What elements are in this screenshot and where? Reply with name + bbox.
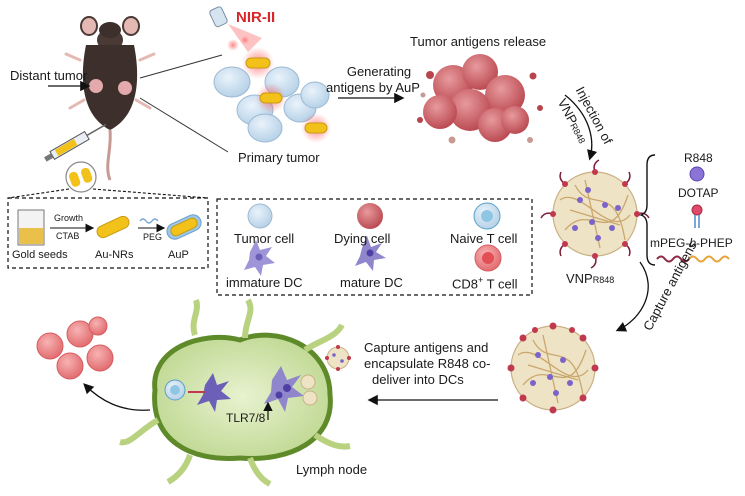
generating-label: Generating [334, 64, 424, 79]
nir-label: NIR-II [236, 9, 276, 26]
primary-tumor-cells [213, 36, 331, 143]
primary-tumor-label: Primary tumor [238, 150, 320, 165]
legend-immature-dc-label: immature DC [226, 275, 303, 290]
legend-mature-dc-icon [355, 236, 386, 271]
legend-tumor-cell-icon [247, 203, 273, 229]
vnp-nanoparticle-bottom [507, 322, 599, 414]
components-brace [638, 154, 656, 266]
generating-line1: Generating [346, 64, 412, 79]
vnp-sub: R848 [592, 275, 615, 285]
legend-dying-cell-label: Dying cell [334, 231, 391, 246]
legend-dying-cell-icon [357, 203, 383, 229]
lymph-node-label: Lymph node [296, 462, 368, 477]
vnp-text: VNP [566, 271, 593, 286]
legend-tumor-cell-label: Tumor cell [234, 231, 295, 246]
mpeg-prefix: mPEG- [650, 236, 690, 250]
gold-seeds-beaker [17, 209, 45, 246]
tcell-expansion-arrow [83, 383, 151, 411]
mpeg-chain-gold-icon [688, 255, 730, 263]
aup-label: AuP [168, 249, 189, 261]
dotap-lipid-icon [691, 204, 703, 228]
small-vnp-icon [325, 345, 351, 371]
au-nrs-label: Au-NRs [95, 249, 134, 261]
generating-line2: antigens by AuP [326, 80, 420, 95]
au-nr-rod [96, 215, 130, 239]
vnp-nanoparticle-top [540, 159, 650, 269]
legend-cd8-t-cell-label: CD8+ T cell [452, 275, 517, 291]
mouse-illustration [64, 16, 156, 181]
capture-line2: encapsulate R848 co- [364, 356, 491, 371]
capture-line1: Capture antigens and [364, 340, 489, 355]
mpeg-suffix: -PHEP [696, 236, 733, 250]
tlr-label: TLR7/8 [226, 411, 266, 425]
peg-label: PEG [143, 232, 163, 242]
aup-synthesis-box [7, 197, 209, 269]
legend-cd8-rest: T cell [483, 276, 518, 292]
legend-naive-t-cell-label: Naive T cell [450, 231, 518, 246]
legend-naive-t-cell-icon [473, 202, 501, 230]
r848-label: R848 [684, 151, 713, 165]
mpeg-b: b [689, 236, 697, 250]
legend-cd8-sup: + [478, 275, 484, 285]
injection-arrow [564, 94, 598, 161]
dying-tumor-cluster [417, 54, 543, 144]
capture-arrow [615, 261, 649, 332]
vnp-label: VNPR848 [566, 271, 614, 286]
zoom-line-top [139, 54, 223, 79]
lymph-node [119, 298, 351, 487]
legend-cd8-text: CD8 [452, 276, 479, 292]
mpeg-chain-red-icon [656, 255, 690, 263]
growth-label: Growth [54, 213, 84, 223]
ctab-label: CTAB [56, 231, 80, 241]
zoom-line-bottom [139, 97, 229, 153]
capture-line3: deliver into DCs [372, 372, 464, 387]
legend-immature-dc-icon [244, 240, 275, 276]
distant-tumor-label: Distant tumor [10, 68, 88, 83]
cd8-t-cell-cluster [36, 316, 114, 380]
legend-cd8-t-cell-icon [474, 244, 502, 272]
gold-seeds-label: Gold seeds [12, 249, 68, 261]
dotap-label: DOTAP [678, 186, 719, 200]
mpeg-label: mPEG-b-PHEP [650, 236, 733, 251]
syringe-icon [44, 123, 107, 162]
r848-molecule-icon [689, 166, 705, 182]
cell-legend-box [216, 198, 533, 296]
legend-mature-dc-label: mature DC [340, 275, 403, 290]
antigen-release-label: Tumor antigens release [410, 34, 547, 49]
